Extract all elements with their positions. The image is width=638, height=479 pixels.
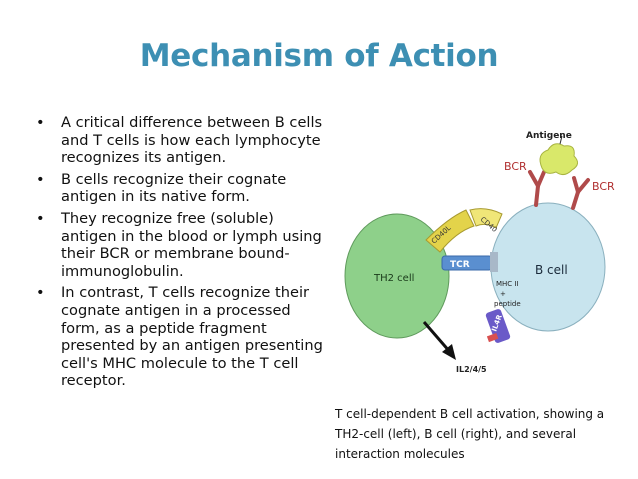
b-cell-label: B cell (535, 263, 568, 277)
bullet-marker: • (36, 284, 45, 302)
bullet-item: • In contrast, T cells recognize their c… (36, 284, 326, 390)
peptide-label: peptide (494, 300, 521, 308)
cd40-bar (469, 208, 503, 229)
bullet-item: • B cells recognize their cognate antige… (36, 171, 326, 206)
bullet-text: In contrast, T cells recognize their cog… (61, 284, 323, 390)
bullet-item: • A critical difference between B cells … (36, 114, 326, 167)
cd40l-bar (425, 209, 475, 253)
il4r-receptor (485, 309, 511, 343)
bcr-receptor-right (571, 176, 590, 210)
tcr-label: TCR (450, 260, 470, 270)
antigen-shape (539, 135, 578, 176)
bullet-text: B cells recognize their cognate antigen … (61, 170, 287, 206)
bcr-receptor-left (528, 170, 546, 207)
bullet-marker: • (36, 170, 45, 188)
mhc-label: MHC II (496, 280, 519, 288)
th2-cell-label: TH2 cell (373, 273, 414, 284)
bullet-marker: • (36, 114, 45, 131)
th2-cell-shape (344, 213, 450, 339)
bullet-marker: • (36, 209, 45, 227)
cell-activation-diagram: Antigene BCR BCR TH2 cell B cell TCR CD4… (344, 131, 615, 374)
slide-title: Mechanism of Action (139, 38, 499, 74)
mhc-block (490, 252, 498, 272)
cytokine-arrow (422, 321, 456, 360)
bullet-item: • They recognize free (soluble) antigen … (36, 210, 326, 280)
interleukin-label: IL2/4/5 (456, 365, 487, 374)
bcr-label-right: BCR (592, 180, 615, 193)
bullet-text: A critical difference between B cells an… (61, 114, 323, 167)
bcr-label-left: BCR (504, 160, 527, 173)
plus-label: + (500, 290, 506, 298)
figure-caption: T cell-dependent B cell activation, show… (335, 407, 605, 461)
bullet-list: • A critical difference between B cells … (36, 114, 326, 394)
bullet-text: They recognize free (soluble) antigen in… (61, 209, 322, 280)
antigen-label: Antigene (526, 131, 572, 141)
